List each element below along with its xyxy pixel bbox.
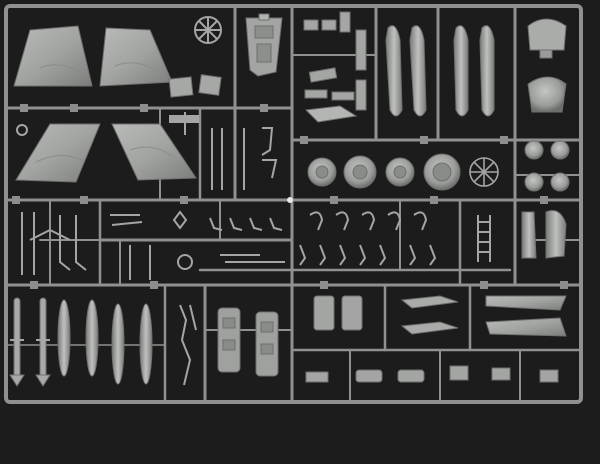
steering-wheel-part	[194, 16, 222, 44]
tapered-parts	[400, 295, 459, 335]
sprue-tabs	[12, 104, 568, 289]
struts-cluster	[16, 112, 278, 190]
spoked-wheel	[469, 157, 499, 187]
curved-struts	[179, 304, 197, 386]
seat-parts	[305, 295, 559, 383]
landing-gear-legs	[21, 210, 193, 280]
small-plates	[168, 74, 222, 98]
wedge-panels	[485, 295, 567, 337]
small-parts-top-middle	[303, 11, 367, 123]
reflection-dot	[287, 197, 293, 203]
exhaust-parts	[521, 210, 567, 259]
missiles	[9, 297, 51, 387]
bracket-cluster	[209, 217, 285, 263]
nacelle-halves	[385, 25, 495, 117]
wheels-row	[307, 153, 461, 191]
cockpit-tub	[245, 13, 283, 77]
hook-parts-row	[299, 211, 437, 266]
wing-panels	[15, 123, 197, 183]
dome-covers	[527, 18, 567, 113]
small-wheels-right	[524, 140, 570, 192]
sprue-frame	[4, 4, 583, 404]
drop-tanks	[57, 299, 153, 385]
tail-fins-upper	[13, 25, 173, 87]
ladder-part	[477, 215, 491, 262]
side-panels	[217, 307, 279, 377]
